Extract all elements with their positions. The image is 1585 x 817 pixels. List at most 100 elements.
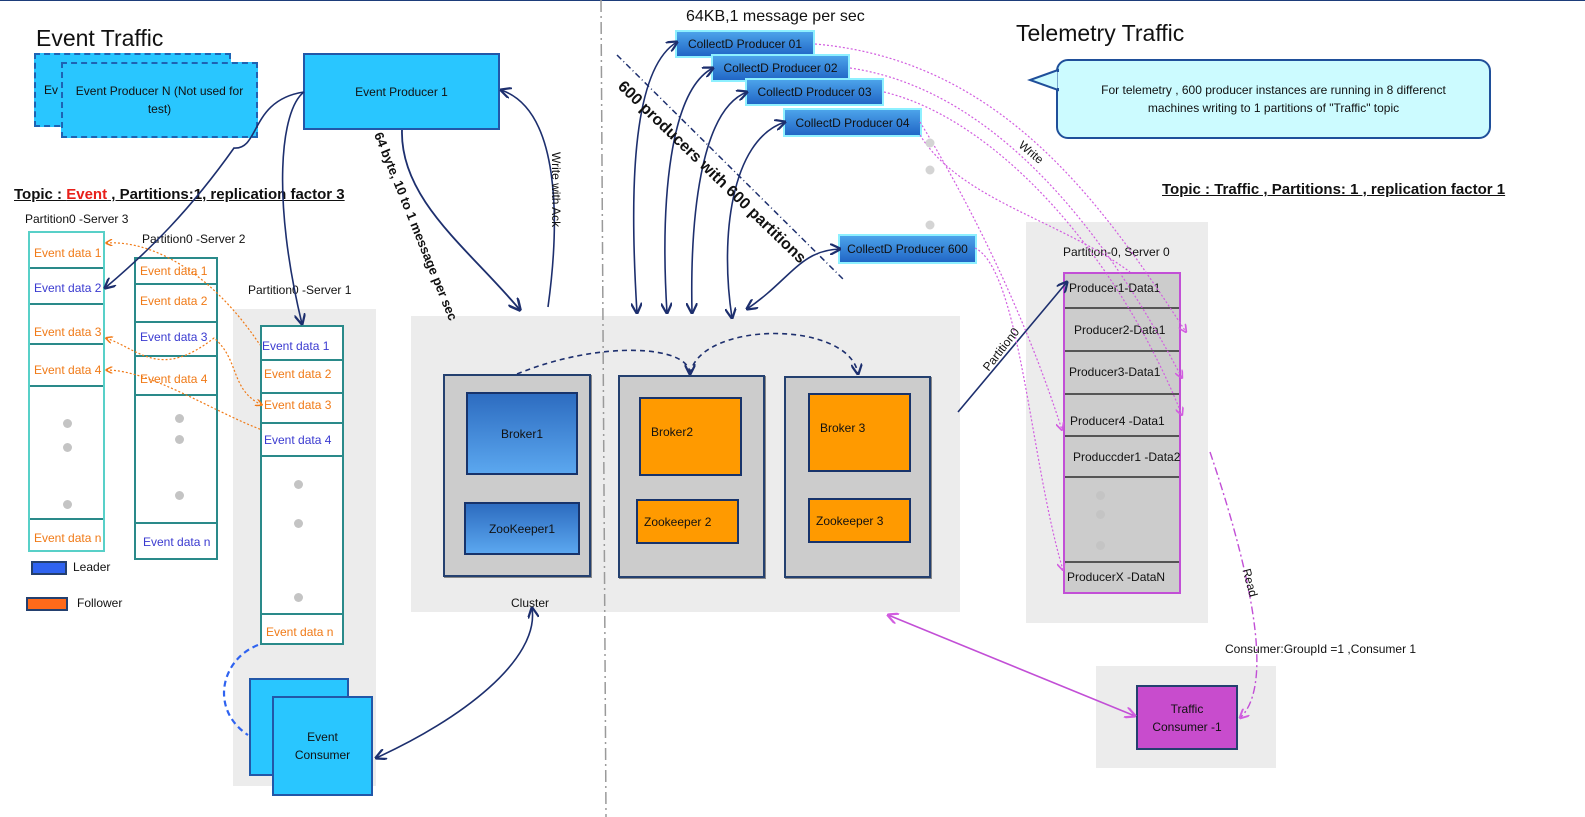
partition-server2-label: Partition0 -Server 2 bbox=[142, 232, 246, 246]
t-row-3: Producer3-Data1 bbox=[1069, 365, 1161, 379]
p1-row-n: Event data n bbox=[266, 625, 334, 639]
broker-3[interactable]: Broker 3 bbox=[808, 393, 911, 472]
replication-arc-2 bbox=[689, 332, 858, 375]
broker-1[interactable]: Broker1 bbox=[466, 392, 578, 475]
collectd-03-arrow bbox=[692, 92, 747, 313]
write-line-3 bbox=[883, 91, 1182, 415]
replicate-row4 bbox=[106, 370, 263, 431]
collectd-producer-03-label: CollectD Producer 03 bbox=[757, 85, 872, 99]
zookeeper-3-label: Zookeeper 3 bbox=[816, 513, 884, 528]
consumer-cluster-arrow bbox=[376, 608, 533, 758]
p3-row-2: Event data 2 bbox=[34, 281, 102, 295]
collectd-producer-04[interactable]: CollectD Producer 04 bbox=[783, 108, 922, 137]
ack-arrow bbox=[501, 90, 556, 308]
event-producer-n[interactable]: Event Producer N (Not used for test) bbox=[61, 62, 258, 138]
zookeeper-3[interactable]: Zookeeper 3 bbox=[808, 498, 911, 543]
telemetry-topic-heading: Topic : Traffic , Partitions: 1 , replic… bbox=[1162, 181, 1506, 198]
write-line-2 bbox=[849, 67, 1182, 378]
replicate-row3 bbox=[106, 338, 262, 405]
event-producer-1-label: Event Producer 1 bbox=[355, 84, 448, 99]
divider-line bbox=[600, 0, 607, 817]
collectd-producer-600-label: CollectD Producer 600 bbox=[847, 242, 968, 256]
write-line-600 bbox=[974, 247, 1063, 570]
producer-ellipsis-dot bbox=[925, 165, 935, 175]
collectd-600-arrow bbox=[747, 249, 840, 309]
zookeeper-2[interactable]: Zookeeper 2 bbox=[636, 499, 739, 544]
p1-row-2: Event data 2 bbox=[264, 367, 332, 381]
producer-to-server3-arrow bbox=[105, 91, 305, 288]
broker-2[interactable]: Broker2 bbox=[639, 397, 742, 476]
t-row-2: Producer2-Data1 bbox=[1074, 323, 1166, 337]
producer-ellipsis-dot bbox=[925, 138, 935, 148]
collectd-producer-04-label: CollectD Producer 04 bbox=[795, 115, 910, 130]
p3-row-1: Event data 1 bbox=[34, 246, 102, 260]
event-consumer[interactable]: Event Consumer bbox=[272, 696, 373, 796]
write-line-4 bbox=[919, 121, 1062, 430]
p2-row-n: Event data n bbox=[143, 535, 211, 549]
telemetry-callout: For telemetry , 600 producer instances a… bbox=[1056, 59, 1491, 139]
write-ack-label: Write with Ack bbox=[549, 152, 563, 228]
p2-row-1: Event data 1 bbox=[140, 264, 208, 278]
legend-leader-swatch bbox=[31, 561, 67, 575]
collectd-02-arrow bbox=[665, 68, 713, 313]
telemetry-partition-label: Partition-0, Server 0 bbox=[1063, 245, 1170, 259]
t-row-n: ProducerX -DataN bbox=[1067, 570, 1166, 584]
p1-row-3: Event data 3 bbox=[264, 398, 332, 412]
event-producer-n-label: Event Producer N (Not used for test) bbox=[75, 84, 244, 116]
collectd-producer-02-label: CollectD Producer 02 bbox=[723, 61, 838, 75]
zookeeper-1[interactable]: ZooKeeper1 bbox=[464, 502, 580, 555]
legend-leader-label: Leader bbox=[73, 560, 111, 574]
event-topic-heading: Topic : Event , Partitions:1, replicatio… bbox=[14, 186, 345, 203]
legend-follower-label: Follower bbox=[77, 596, 123, 610]
collectd-01-arrow bbox=[634, 42, 677, 313]
p3-row-3: Event data 3 bbox=[34, 325, 102, 339]
collectd-producer-600[interactable]: CollectD Producer 600 bbox=[838, 234, 977, 264]
replication-arc-1 bbox=[516, 349, 690, 374]
write-line-extra bbox=[919, 134, 1131, 273]
broker-3-label: Broker 3 bbox=[820, 421, 866, 435]
broker-1-label: Broker1 bbox=[500, 426, 544, 441]
partition-server3-label: Partition0 -Server 3 bbox=[25, 212, 129, 226]
producer-to-partition-arrow bbox=[281, 91, 304, 324]
zookeeper-2-label: Zookeeper 2 bbox=[644, 514, 712, 529]
event-topic-prefix: Topic : bbox=[14, 186, 67, 203]
traffic-consumer-label: Traffic Consumer -1 bbox=[1152, 701, 1222, 734]
cluster-to-traffic-arrow bbox=[957, 282, 1067, 413]
traffic-consumer-cluster-arrow bbox=[888, 615, 1135, 716]
collectd-producer-01-label: CollectD Producer 01 bbox=[687, 37, 803, 51]
legend-follower-swatch bbox=[26, 597, 68, 611]
telemetry-rate-note: 64KB,1 message per sec bbox=[686, 8, 865, 25]
event-producer-n-back-label: Ev bbox=[44, 83, 59, 97]
broker-2-label: Broker2 bbox=[651, 425, 694, 439]
partition-server3: Event data 1 Event data 2 Event data 3 E… bbox=[28, 231, 105, 552]
diagonal-divider bbox=[616, 54, 844, 280]
event-traffic-title: Event Traffic bbox=[36, 25, 164, 51]
telemetry-partition: Producer1-Data1 Producer2-Data1 Producer… bbox=[1063, 272, 1181, 594]
callout-tail bbox=[1027, 68, 1059, 92]
traffic-consumer[interactable]: Traffic Consumer -1 bbox=[1136, 685, 1238, 750]
partition-server1: Event data 1 Event data 2 Event data 3 E… bbox=[260, 325, 344, 645]
producer-to-cluster-arrow bbox=[401, 129, 520, 310]
p3-row-n: Event data n bbox=[34, 531, 102, 545]
p3-row-4: Event data 4 bbox=[34, 363, 102, 377]
p2-row-2: Event data 2 bbox=[140, 294, 208, 308]
event-consumer-label: Event Consumer bbox=[294, 730, 351, 762]
zookeeper-1-label: ZooKeeper1 bbox=[488, 521, 556, 536]
t-row-1: Producer1-Data1 bbox=[1069, 281, 1161, 295]
collectd-04-arrow bbox=[727, 122, 785, 318]
event-topic-suffix: , Partitions:1, replication factor 3 bbox=[107, 186, 345, 203]
telemetry-title: Telemetry Traffic bbox=[1016, 20, 1185, 46]
collectd-producer-02[interactable]: CollectD Producer 02 bbox=[711, 54, 850, 82]
read-line bbox=[1209, 451, 1258, 718]
p1-row-4: Event data 4 bbox=[264, 433, 332, 447]
telemetry-callout-text: For telemetry , 600 producer instances a… bbox=[1101, 83, 1446, 115]
partition-server1-label: Partition0 -Server 1 bbox=[248, 283, 352, 297]
consumer-group-label: Consumer:GroupId =1 ,Consumer 1 bbox=[1225, 642, 1417, 656]
t-row-5: Produccder1 -Data2 bbox=[1073, 450, 1181, 464]
replicate-row1 bbox=[106, 243, 261, 346]
event-topic-name: Event bbox=[66, 186, 108, 203]
producer-ellipsis-dot bbox=[925, 220, 935, 230]
p1-row-1: Event data 1 bbox=[262, 339, 330, 353]
partition-consumer-dashed bbox=[222, 643, 259, 736]
